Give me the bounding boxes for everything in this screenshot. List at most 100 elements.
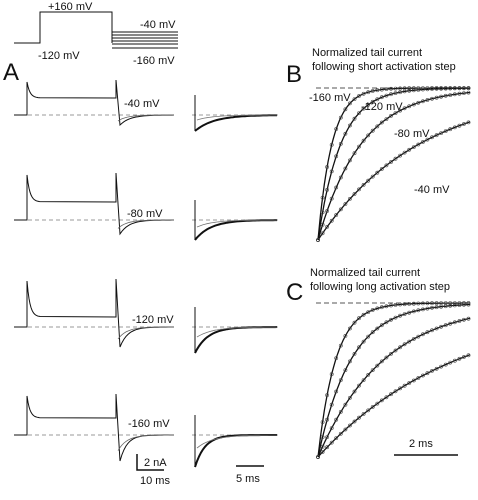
trace-left-current xyxy=(14,278,174,348)
series-point xyxy=(366,408,371,413)
series-point xyxy=(384,117,389,122)
series-point xyxy=(457,303,462,308)
series-point xyxy=(407,147,412,152)
series-point xyxy=(361,182,366,187)
trace-middle-tail-alt xyxy=(196,326,277,338)
series-point xyxy=(461,355,466,359)
series-point xyxy=(448,93,453,98)
series-point xyxy=(398,90,403,95)
series-point xyxy=(457,91,462,96)
trace-left-tail-alt xyxy=(117,114,174,122)
scale-label-time-right: 2 ms xyxy=(409,438,433,450)
series-point xyxy=(329,426,334,431)
series-point xyxy=(357,345,361,350)
series-point xyxy=(452,303,457,308)
series-point xyxy=(366,90,371,95)
series-point xyxy=(430,96,434,101)
series-point xyxy=(443,304,448,309)
series-point xyxy=(357,187,361,192)
series-point xyxy=(461,317,466,322)
series-point xyxy=(347,196,352,201)
series-point xyxy=(389,303,393,308)
series-point xyxy=(452,125,457,130)
series-point xyxy=(370,99,375,104)
series-point xyxy=(334,213,339,217)
series-point xyxy=(357,111,361,116)
series-point xyxy=(329,402,334,407)
series-point xyxy=(448,127,453,132)
series-point xyxy=(389,392,393,397)
series-point xyxy=(398,313,403,318)
series-point xyxy=(338,378,343,383)
series-point xyxy=(398,108,403,113)
series-point xyxy=(393,91,398,96)
trace-row-3 xyxy=(14,278,278,354)
series-point xyxy=(375,124,380,129)
series-point xyxy=(334,185,339,190)
series-point xyxy=(393,315,398,320)
series-point xyxy=(338,141,343,146)
series-point xyxy=(389,351,393,356)
series-point xyxy=(430,368,434,373)
series-point xyxy=(379,305,384,310)
series-point xyxy=(379,87,384,92)
series-point xyxy=(338,207,343,212)
series-point xyxy=(407,104,412,109)
series-point xyxy=(343,166,348,171)
series-point xyxy=(370,308,375,312)
series-point xyxy=(411,145,416,150)
series-point xyxy=(316,238,320,242)
series-point xyxy=(407,339,412,344)
series-point xyxy=(347,101,352,106)
series-point xyxy=(325,393,330,398)
series-point xyxy=(443,362,448,367)
series-point xyxy=(416,376,421,380)
series-40mv xyxy=(316,353,471,459)
trace-left-tail-alt xyxy=(117,219,174,229)
series-point xyxy=(466,120,471,125)
series-point xyxy=(407,88,412,93)
series-point xyxy=(357,94,361,98)
series-point xyxy=(389,160,393,164)
series-point xyxy=(361,106,366,111)
series-point xyxy=(416,334,421,339)
series-point xyxy=(375,326,380,331)
series-point xyxy=(343,131,348,136)
series-point xyxy=(320,210,325,215)
protocol-activation-label: +160 mV xyxy=(48,1,93,13)
series-point xyxy=(329,169,334,174)
series-point xyxy=(407,310,412,315)
trace-row-1 xyxy=(14,79,278,132)
series-point xyxy=(420,332,425,337)
series-point xyxy=(384,93,389,98)
series-point xyxy=(343,427,348,432)
series-point xyxy=(411,378,416,383)
series-point xyxy=(461,302,466,307)
series-point xyxy=(398,302,403,307)
series-point xyxy=(370,405,375,409)
series-point xyxy=(434,366,439,371)
series-point xyxy=(334,154,339,159)
series-point xyxy=(420,301,425,306)
series-point xyxy=(361,378,366,383)
series-point xyxy=(329,218,334,223)
series-point xyxy=(416,142,421,147)
series-point xyxy=(425,371,430,376)
panel-b-title-line2: following short activation step xyxy=(312,61,456,73)
series-point xyxy=(448,360,453,365)
series-line xyxy=(317,317,471,458)
series-point xyxy=(425,137,430,142)
series-point xyxy=(439,364,444,369)
series-40mv xyxy=(316,120,471,242)
panel-b-title-line1: Normalized tail current xyxy=(312,47,422,59)
series-point xyxy=(402,89,407,94)
series-point xyxy=(461,122,466,126)
series-point xyxy=(389,86,393,91)
trace-left-current xyxy=(14,172,174,236)
series-point xyxy=(434,326,439,331)
series-point xyxy=(352,389,357,394)
series-line xyxy=(317,91,471,241)
series-point xyxy=(452,92,457,97)
series-point xyxy=(434,133,439,138)
series-point xyxy=(416,301,421,306)
